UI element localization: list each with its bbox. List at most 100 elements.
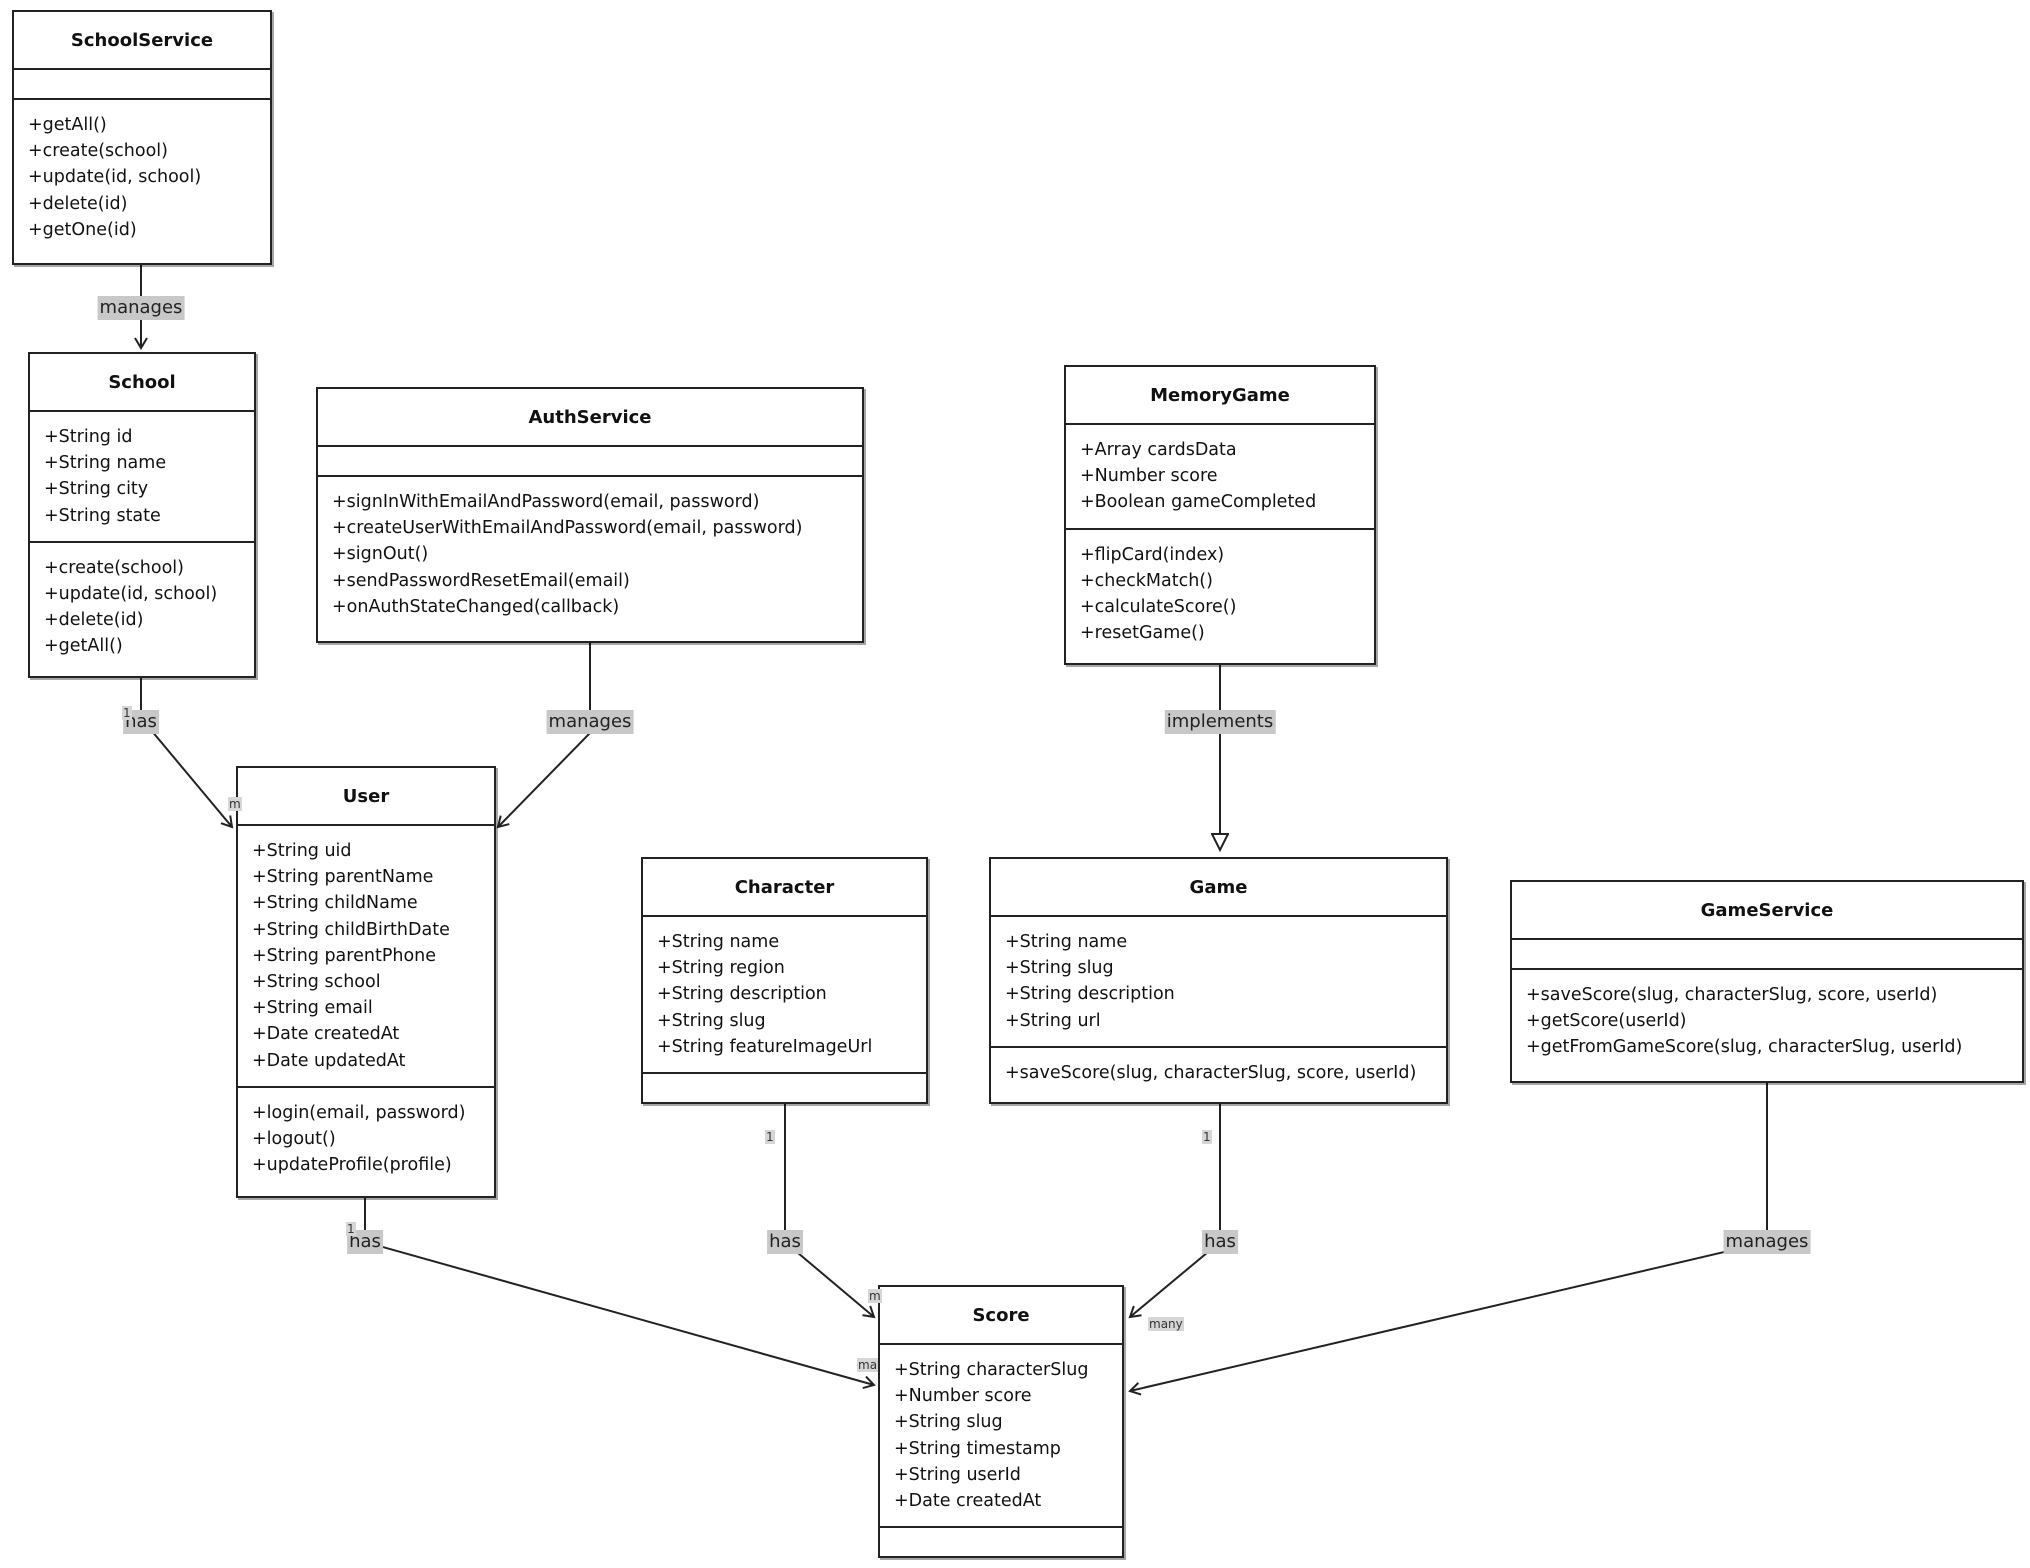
class-game: Game+String name+String slug+String desc… [989, 857, 1448, 1104]
relationship-label: manages [97, 296, 185, 320]
method: +getAll() [44, 636, 123, 657]
method: +getOne(id) [28, 219, 137, 240]
method: +saveScore(slug, characterSlug, score, u… [1526, 985, 1938, 1005]
attributes-section: +String id +String name +String city +Strin… [30, 412, 254, 543]
attribute: +String name [657, 932, 780, 952]
multiplicity-target: many [1148, 1317, 1184, 1331]
method: +getScore(userId) [1526, 1011, 1687, 1032]
class-gameservice: GameService +saveScore(slug, characterSlu… [1510, 880, 2024, 1083]
relationship-label: has [767, 1230, 803, 1254]
methods-section: +signInWithEmailAndPassword(email, passw… [318, 477, 862, 632]
attributes-section: +String name+String slug+String descript… [991, 917, 1446, 1048]
class-user: User+String uid+String parentName+String… [236, 766, 496, 1198]
method: +flipCard(index) [1080, 544, 1225, 565]
method: +createUserWithEmailAndPassword(email, p… [332, 518, 803, 539]
relationship-label: has [347, 1230, 383, 1254]
class-name: Character [643, 859, 926, 917]
method: +updateProfile(profile) [252, 1155, 452, 1176]
method: +update(id, school) [44, 584, 218, 605]
multiplicity-target: m [228, 797, 242, 811]
class-name: School [30, 354, 254, 412]
attribute: +String description [657, 984, 827, 1005]
multiplicity-source: 1 [765, 1130, 775, 1144]
attribute: +String slug [894, 1412, 1003, 1433]
methods-section [643, 1074, 926, 1104]
method: +create(school) [28, 141, 168, 162]
method: +logout() [252, 1129, 336, 1150]
attributes-section [14, 70, 270, 100]
attribute: +String id [44, 427, 133, 447]
methods-section: +create(school) +update(id, school) +delet… [30, 543, 254, 672]
attribute: +String name [1005, 932, 1128, 952]
attribute: +String email [252, 998, 373, 1019]
class-score: Score +String characterSlug +Number score +… [878, 1285, 1124, 1558]
attribute: +String uid [252, 841, 352, 861]
attribute: +Date createdAt [252, 1024, 400, 1045]
method: +getAll() [28, 115, 107, 135]
class-name: SchoolService [14, 12, 270, 70]
class-name: User [238, 768, 494, 826]
attribute: +String parentName [252, 867, 434, 888]
attribute: +Number score [894, 1386, 1032, 1407]
relationship-label: manages [1723, 1230, 1811, 1254]
methods-section: +saveScore(slug, characterSlug, score, u… [991, 1048, 1446, 1098]
method: +saveScore(slug, characterSlug, score, u… [1005, 1062, 1417, 1083]
attribute: +String slug [657, 1010, 766, 1031]
class-name: AuthService [318, 389, 862, 447]
edge-authservice-to-user [496, 643, 591, 829]
attribute: +String featureImageUrl [657, 1036, 873, 1057]
relationship-label: has [1202, 1230, 1238, 1254]
attribute: +String region [657, 958, 785, 979]
multiplicity-target: ma [857, 1358, 879, 1372]
attribute: +String slug [1005, 958, 1114, 979]
attribute: +Number score [1080, 466, 1218, 487]
class-character: Character+String name+String region+Stri… [641, 857, 928, 1104]
attribute: +String school [252, 972, 381, 993]
attribute: +String userId [894, 1464, 1021, 1485]
edge-character-to-score [784, 1104, 876, 1319]
methods-section [880, 1528, 1122, 1558]
methods-section: +flipCard(index)+checkMatch()+calculateS… [1066, 530, 1374, 659]
relationship-label: implements [1164, 710, 1276, 734]
attribute: +String state [44, 505, 161, 526]
attribute: +String childName [252, 893, 418, 914]
attribute: +String childBirthDate [252, 919, 450, 940]
class-school: School +String id +String name +String city… [28, 352, 256, 678]
method: +create(school) [44, 557, 184, 578]
method: +calculateScore() [1080, 597, 1237, 618]
multiplicity-source: 1 [122, 706, 132, 720]
method: +login(email, password) [252, 1102, 466, 1123]
attributes-section: +String uid +String parentName +String chi… [238, 826, 494, 1088]
method: +signOut() [332, 544, 429, 565]
attribute: +String characterSlug [894, 1360, 1089, 1380]
multiplicity-source: 1 [1202, 1130, 1212, 1144]
class-authservice: AuthService +signInWithEmailAndPassword(e… [316, 387, 864, 643]
method: +update(id, school) [28, 167, 202, 188]
method: +getFromGameScore(slug, characterSlug, u… [1526, 1037, 1963, 1058]
class-name: Score [880, 1287, 1122, 1345]
multiplicity-target: m [868, 1289, 882, 1303]
attributes-section: +String name +String region +String descri… [643, 917, 926, 1075]
class-name: Game [991, 859, 1446, 917]
attribute: +String city [44, 479, 149, 500]
attribute: +String parentPhone [252, 945, 437, 966]
relationship-label: has [123, 710, 159, 734]
method: +signInWithEmailAndPassword(email, passw… [332, 492, 760, 512]
edge-school-to-user [140, 678, 234, 829]
methods-section: +getAll() +create(school) +update(id, scho… [14, 100, 270, 255]
method: +delete(id) [28, 193, 128, 214]
class-name: GameService [1512, 882, 2022, 940]
method: +delete(id) [44, 610, 144, 631]
attribute: +Boolean gameCompleted [1080, 492, 1317, 513]
class-name: MemoryGame [1066, 367, 1374, 425]
attribute: +Date updatedAt [252, 1050, 406, 1071]
attributes-section [1512, 940, 2022, 970]
relationship-label: manages [546, 710, 634, 734]
attribute: +Date createdAt [894, 1491, 1042, 1512]
attribute: +String name [44, 453, 167, 474]
methods-section: +login(email, password) +logout() +updateP… [238, 1088, 494, 1191]
method: +resetGame() [1080, 623, 1205, 644]
methods-section: +saveScore(slug, characterSlug, score, u… [1512, 970, 2022, 1073]
class-schoolservice: SchoolService +getAll() +create(school) +up… [12, 10, 272, 265]
attribute: +Array cardsData [1080, 440, 1237, 460]
